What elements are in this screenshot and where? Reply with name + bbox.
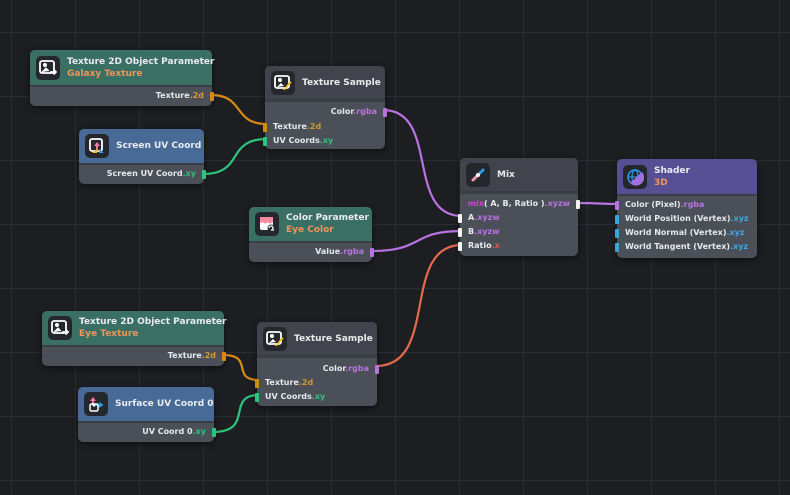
- texture-sample-icon: [263, 326, 287, 351]
- input-pin-ratio[interactable]: [458, 242, 462, 251]
- input-port-color-pixel: Color (Pixel).rgba: [625, 200, 705, 209]
- node-title: Screen UV Coord: [116, 141, 202, 151]
- output-port-texture: Texture.2d: [155, 91, 204, 100]
- color-parameter-icon: [255, 212, 279, 236]
- node-header[interactable]: Shader 3D: [617, 159, 757, 194]
- input-pin-uv-coords[interactable]: [255, 393, 259, 402]
- input-pin-a[interactable]: [458, 214, 462, 223]
- input-pin-world-normal[interactable]: [615, 229, 619, 238]
- node-texture-sample-1[interactable]: Texture Sample Color.rgba Texture.2d UV …: [263, 66, 387, 149]
- input-port-world-position: World Position (Vertex).xyz: [625, 214, 749, 223]
- output-port-color: Color.rgba: [322, 364, 369, 373]
- screen-uv-icon: [85, 134, 109, 158]
- input-pin-world-position[interactable]: [615, 215, 619, 224]
- node-subtitle: Galaxy Texture: [67, 68, 143, 79]
- node-header[interactable]: Mix: [460, 158, 578, 192]
- node-header[interactable]: Texture Sample: [265, 66, 385, 100]
- node-header[interactable]: Screen UV Coord: [79, 129, 204, 163]
- shader-globe-icon: [623, 164, 647, 189]
- input-port-b: B.xyzw: [468, 227, 500, 236]
- texture-parameter-icon: [48, 316, 72, 340]
- output-pin-texture[interactable]: [210, 92, 214, 101]
- output-port-uv-coord-0: UV Coord 0.xy: [142, 427, 206, 436]
- input-pin-texture[interactable]: [255, 379, 259, 388]
- node-header[interactable]: Texture 2D Object Parameter Galaxy Textu…: [30, 50, 215, 85]
- node-screen-uv-coord[interactable]: Screen UV Coord Screen UV Coord.xy: [79, 129, 206, 184]
- output-pin-uv-coord-0[interactable]: [212, 428, 216, 437]
- output-port-texture: Texture.2d: [167, 351, 216, 360]
- wire-galaxy-texture-to-sample1[interactable]: [210, 93, 268, 126]
- wire-color-param-to-mix-b[interactable]: [370, 229, 463, 253]
- wire-eye-texture-to-sample2[interactable]: [222, 353, 260, 382]
- wire-mix-out-to-shader-color[interactable]: [577, 201, 620, 206]
- input-pin-color-pixel[interactable]: [615, 201, 619, 210]
- node-title: Texture Sample: [294, 333, 373, 344]
- node-title: Mix: [497, 169, 515, 180]
- output-pin-mix[interactable]: [576, 200, 580, 209]
- node-eye-texture-parameter[interactable]: Texture 2D Object Parameter Eye Texture …: [42, 311, 227, 366]
- input-port-texture: Texture.2d: [273, 122, 322, 131]
- node-header[interactable]: Color Parameter Eye Color: [249, 207, 372, 241]
- node-header[interactable]: Surface UV Coord 0: [78, 387, 214, 421]
- input-port-uv-coords: UV Coords.xy: [273, 136, 334, 145]
- node-subtitle: 3D: [654, 177, 668, 188]
- input-port-world-tangent: World Tangent (Vertex).xyz: [625, 242, 749, 251]
- output-pin-value[interactable]: [370, 248, 374, 257]
- output-pin-texture[interactable]: [222, 352, 226, 361]
- output-pin-color[interactable]: [375, 365, 379, 374]
- output-port-mix: mix( A, B, Ratio ).xyzw: [467, 199, 570, 208]
- node-title: Color Parameter: [286, 213, 369, 223]
- output-pin-color[interactable]: [383, 108, 387, 117]
- node-title: Surface UV Coord 0: [115, 399, 214, 409]
- node-title: Texture 2D Object Parameter: [79, 317, 227, 327]
- node-title: Texture Sample: [302, 77, 381, 88]
- node-title: Texture 2D Object Parameter: [67, 56, 215, 67]
- wire-sample1-color-to-mix-a[interactable]: [382, 108, 463, 218]
- wire-screen-uv-to-sample1[interactable]: [202, 137, 268, 176]
- node-galaxy-texture-parameter[interactable]: Texture 2D Object Parameter Galaxy Textu…: [30, 50, 215, 106]
- texture-sample-icon: [271, 70, 295, 95]
- node-title: Shader: [654, 165, 690, 176]
- input-pin-texture[interactable]: [263, 123, 267, 132]
- input-port-ratio: Ratio.x: [468, 241, 500, 250]
- wire-surface-uv-to-sample2[interactable]: [212, 393, 260, 434]
- node-texture-sample-2[interactable]: Texture Sample Color.rgba Texture.2d UV …: [255, 322, 379, 406]
- input-port-world-normal: World Normal (Vertex).xyz: [625, 228, 745, 237]
- input-port-uv-coords: UV Coords.xy: [265, 392, 326, 401]
- node-color-parameter[interactable]: Color Parameter Eye Color Value.rgba: [249, 207, 374, 262]
- output-port-screen-uv: Screen UV Coord.xy: [106, 169, 196, 178]
- mix-icon: [466, 162, 490, 187]
- input-port-texture: Texture.2d: [265, 378, 314, 387]
- wire-sample2-color-to-mix-ratio[interactable]: [375, 243, 463, 368]
- surface-uv-icon: [84, 392, 108, 416]
- input-pin-uv-coords[interactable]: [263, 137, 267, 146]
- node-mix[interactable]: Mix mix( A, B, Ratio ).xyzw A.xyzw B.xyz…: [458, 158, 580, 256]
- output-port-color: Color.rgba: [330, 107, 377, 116]
- output-pin-screen-uv[interactable]: [202, 170, 206, 179]
- node-header[interactable]: Texture 2D Object Parameter Eye Texture: [42, 311, 227, 345]
- output-port-value: Value.rgba: [315, 247, 364, 256]
- node-header[interactable]: Texture Sample: [257, 322, 377, 356]
- input-pin-world-tangent[interactable]: [615, 243, 619, 252]
- texture-parameter-icon: [36, 55, 60, 80]
- node-shader[interactable]: Shader 3D Color (Pixel).rgba World Posit…: [615, 159, 757, 258]
- node-subtitle: Eye Texture: [79, 329, 139, 339]
- node-surface-uv-coord[interactable]: Surface UV Coord 0 UV Coord 0.xy: [78, 387, 216, 442]
- input-port-a: A.xyzw: [468, 213, 500, 222]
- node-subtitle: Eye Color: [286, 225, 334, 235]
- input-pin-b[interactable]: [458, 228, 462, 237]
